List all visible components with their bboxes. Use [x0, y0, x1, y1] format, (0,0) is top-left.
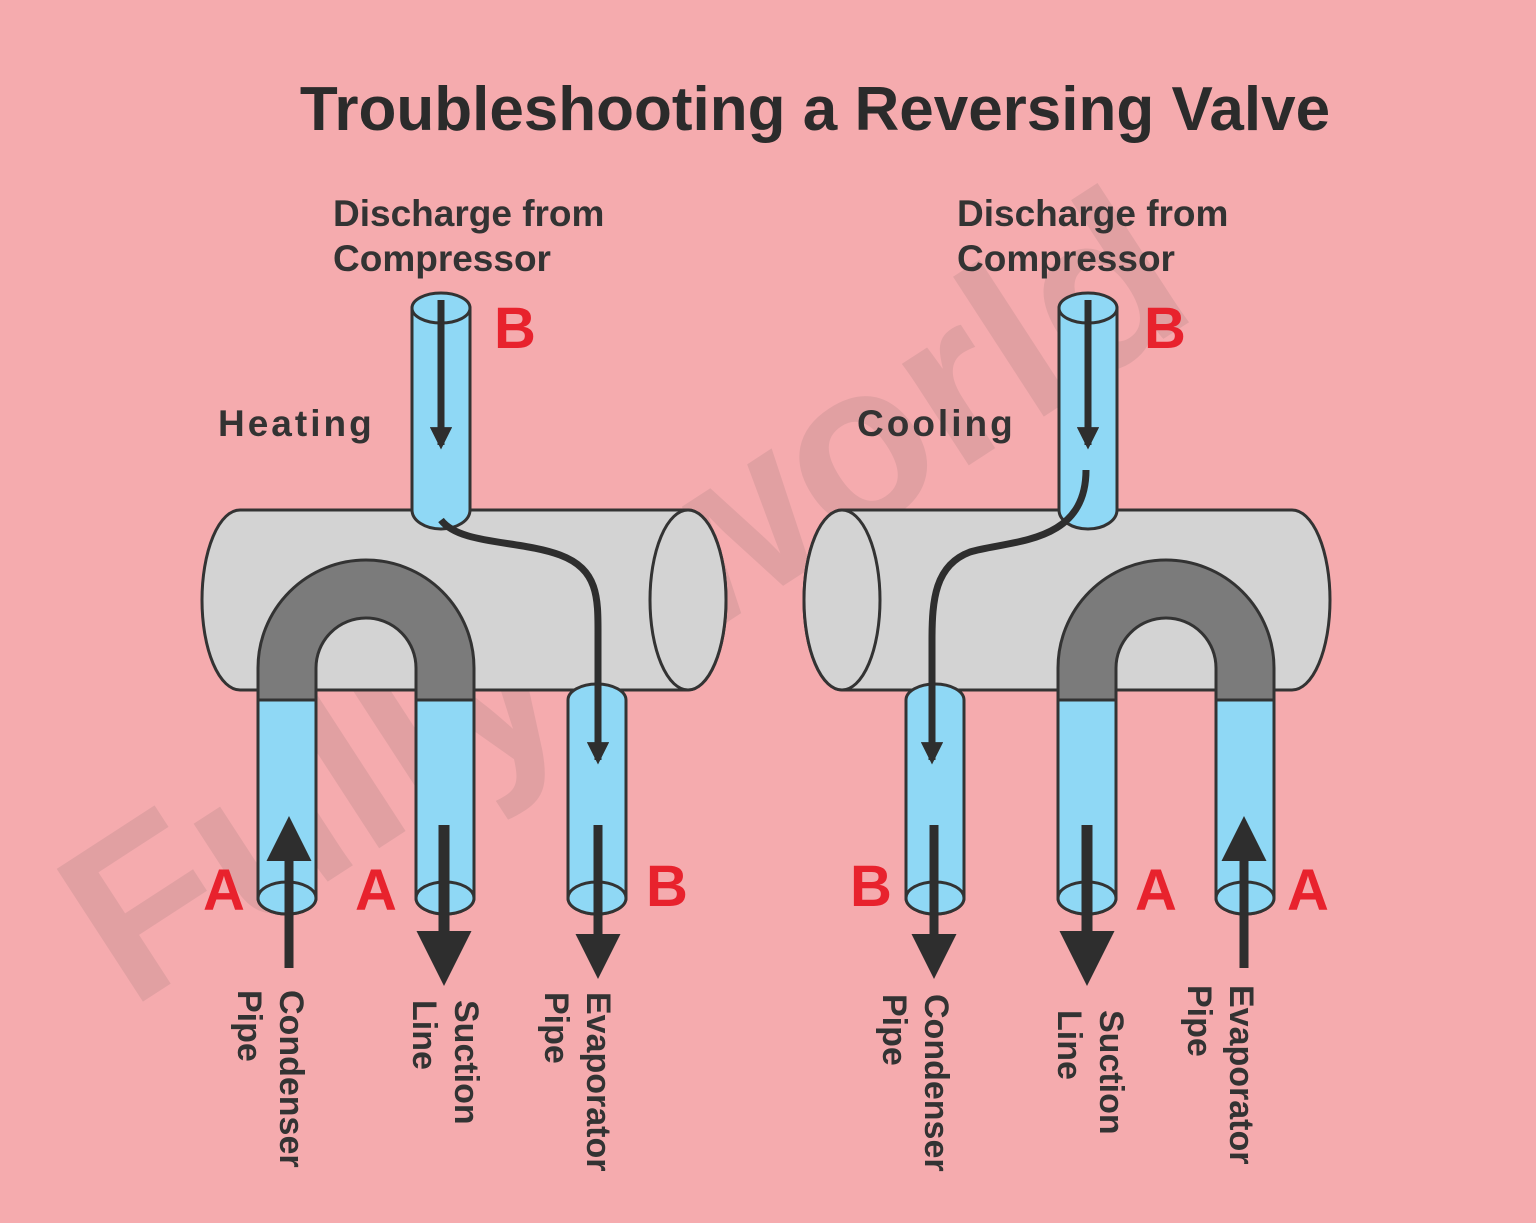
right-heading-line2: Compressor [957, 238, 1175, 279]
right-top-port-label: B [1144, 296, 1186, 361]
page-title: Troubleshooting a Reversing Valve [300, 75, 1330, 144]
left-evaporator-label-line2: Pipe [537, 992, 575, 1064]
left-port-label-3: B [646, 854, 688, 919]
right-port-label-3: A [1287, 858, 1329, 923]
left-condenser-label-line2: Pipe [230, 990, 268, 1062]
left-u-bend [256, 558, 476, 702]
left-suction-label-line1: Suction [447, 1000, 485, 1125]
right-condenser-pipe [904, 682, 966, 916]
right-suction-label-line2: Line [1050, 1010, 1088, 1080]
right-mode-label: Cooling [857, 403, 1016, 444]
right-condenser-label-line2: Pipe [875, 994, 913, 1066]
heating-valve: Discharge from Compressor Heating B [200, 193, 728, 1172]
right-heading-line1: Discharge from [957, 193, 1228, 234]
right-flow-line [920, 469, 1090, 765]
right-port-label-1: B [850, 854, 892, 919]
cooling-valve: Discharge from Compressor Cooling B [802, 193, 1332, 1172]
left-condenser-label-line1: Condenser [272, 990, 310, 1168]
left-mode-label: Heating [218, 403, 375, 444]
right-condenser-label-line1: Condenser [917, 994, 955, 1172]
right-evaporator-label-line2: Pipe [1180, 985, 1218, 1057]
right-evaporator-label-line1: Evaporator [1222, 985, 1260, 1165]
right-suction-label-line1: Suction [1092, 1010, 1130, 1135]
left-flow-line [438, 517, 610, 765]
left-evaporator-label-line1: Evaporator [579, 992, 617, 1172]
left-suction-label-line2: Line [405, 1000, 443, 1070]
left-port-label-2: A [355, 858, 397, 923]
left-port-label-1: A [203, 858, 245, 923]
left-heading-line1: Discharge from [333, 193, 604, 234]
right-u-bend [1056, 558, 1276, 702]
left-top-port-label: B [494, 296, 536, 361]
left-heading-line2: Compressor [333, 238, 551, 279]
right-port-label-2: A [1135, 858, 1177, 923]
